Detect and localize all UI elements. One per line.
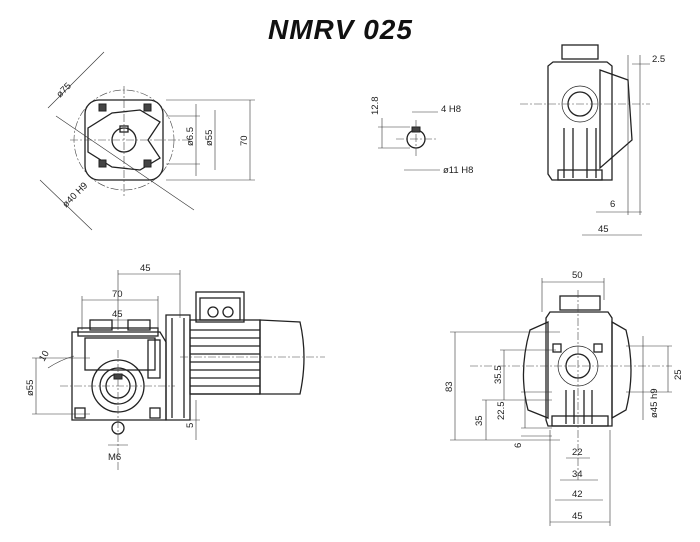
- dim-fr-42: 42: [572, 489, 583, 500]
- dim-fr-35-5: 35.5: [493, 366, 504, 385]
- dim-flange-d6-5: ø6.5: [185, 127, 196, 146]
- dim-fr-50: 50: [572, 270, 583, 281]
- dim-fr-35: 35: [474, 415, 485, 426]
- dim-fr-6: 6: [513, 443, 524, 448]
- dim-mot-70: 70: [112, 289, 123, 300]
- dim-flange-70: 70: [239, 135, 250, 146]
- dim-mot-m6: M6: [108, 452, 121, 463]
- dim-key-12-8: 12.8: [370, 97, 381, 116]
- side-view: 2.5 6 45: [520, 44, 665, 236]
- dim-fr-22: 22: [572, 447, 583, 458]
- keyway-view: 12.8 4 H8 ø11 H8: [370, 97, 473, 177]
- dim-fr-d45: ø45 h9: [649, 388, 660, 418]
- dim-fr-34: 34: [572, 469, 583, 480]
- dim-key-d11: ø11 H8: [443, 165, 473, 176]
- dim-fr-22-5: 22.5: [496, 402, 507, 421]
- dim-flange-d75: ø75: [54, 81, 73, 100]
- dim-fr-25: 25: [673, 369, 684, 380]
- dim-flange-d55: ø55: [204, 130, 215, 146]
- front-view: 50 83 35.5 25 35 22.5 6 ø45 h9 22 34 42 …: [444, 270, 684, 526]
- motor-assembly-view: 45 70 45 10 ø55 M6 5: [25, 263, 325, 470]
- dim-flange-d40: ø40 H9: [60, 180, 90, 210]
- dim-fr-83: 83: [444, 381, 455, 392]
- dim-fr-45: 45: [572, 511, 583, 522]
- dim-side-45: 45: [598, 224, 609, 235]
- dim-mot-5: 5: [185, 423, 196, 428]
- dim-mot-45b: 45: [112, 309, 123, 320]
- dim-key-4h8: 4 H8: [441, 104, 461, 115]
- drawing-title: NMRV 025: [268, 14, 413, 45]
- dim-mot-45: 45: [140, 263, 151, 274]
- flange-view: ø75 ø40 H9 ø6.5 ø55 70: [39, 51, 255, 231]
- dim-side-6: 6: [610, 199, 615, 210]
- dim-side-2-5: 2.5: [652, 54, 665, 65]
- dim-mot-d55: ø55: [25, 380, 36, 396]
- dim-mot-10: 10: [37, 349, 52, 364]
